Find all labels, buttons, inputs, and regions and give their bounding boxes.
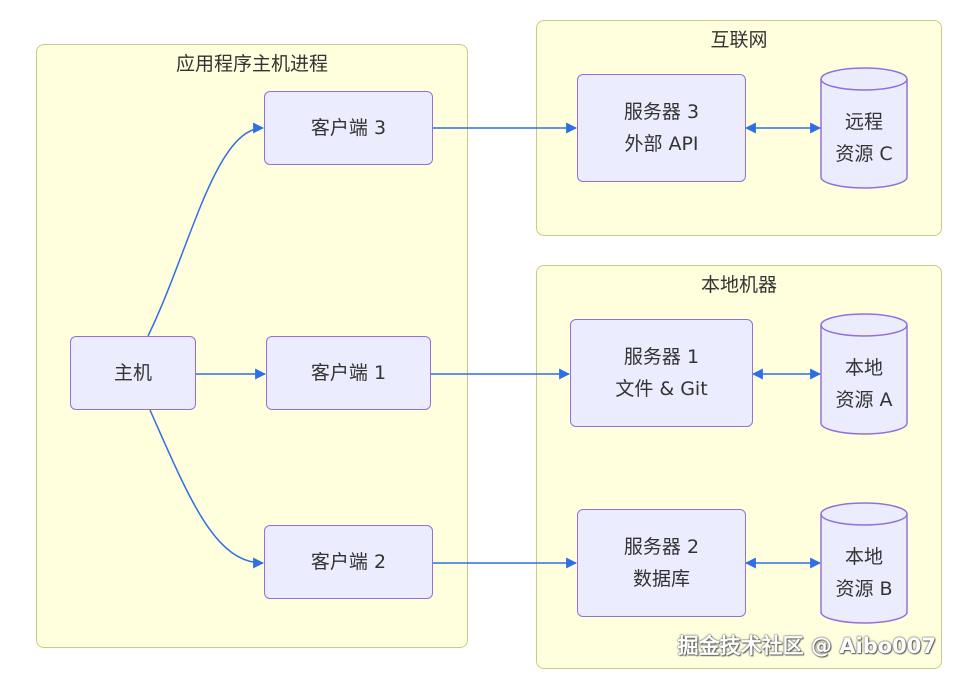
database-cylinder-icon bbox=[820, 67, 908, 189]
node-label: 客户端 1 bbox=[310, 362, 387, 384]
node-label-line1: 服务器 1 bbox=[623, 346, 700, 368]
node-label-line2: 文件 & Git bbox=[615, 378, 708, 400]
server-3-node[interactable]: 服务器 3 外部 API bbox=[577, 74, 746, 182]
group-title: 本地机器 bbox=[700, 274, 777, 296]
group-title: 互联网 bbox=[710, 29, 768, 51]
local-resource-b-db[interactable]: 本地 资源 B bbox=[820, 502, 908, 624]
edge-host-client2 bbox=[149, 409, 265, 569]
database-cylinder-icon bbox=[820, 502, 908, 624]
node-label-line2: 资源 A bbox=[835, 389, 893, 411]
node-label-line2: 外部 API bbox=[624, 133, 699, 155]
database-cylinder-icon bbox=[820, 313, 908, 435]
node-label-line1: 本地 bbox=[844, 357, 883, 379]
local-resource-a-db[interactable]: 本地 资源 A bbox=[820, 313, 908, 435]
node-label-line2: 资源 B bbox=[835, 578, 893, 600]
group-title: 应用程序主机进程 bbox=[175, 53, 328, 75]
server-2-node[interactable]: 服务器 2 数据库 bbox=[577, 509, 746, 617]
node-label: 客户端 2 bbox=[310, 551, 387, 573]
node-label: 主机 bbox=[113, 362, 152, 384]
node-label-line1: 服务器 3 bbox=[623, 101, 700, 123]
node-label-line2: 数据库 bbox=[632, 568, 690, 590]
watermark: 掘金技术社区 @ Aibo007 bbox=[677, 634, 936, 658]
server-1-node[interactable]: 服务器 1 文件 & Git bbox=[570, 319, 753, 427]
node-label-line1: 本地 bbox=[844, 546, 883, 568]
host-node[interactable]: 主机 bbox=[70, 336, 196, 410]
node-label-line2: 资源 C bbox=[835, 143, 893, 165]
remote-resource-c-db[interactable]: 远程 资源 C bbox=[820, 67, 908, 189]
client-3-node[interactable]: 客户端 3 bbox=[264, 91, 433, 165]
node-label: 客户端 3 bbox=[310, 117, 387, 139]
client-1-node[interactable]: 客户端 1 bbox=[266, 336, 431, 410]
node-label-line1: 服务器 2 bbox=[623, 536, 700, 558]
edge-host-client3 bbox=[147, 122, 265, 337]
node-label-line1: 远程 bbox=[844, 111, 883, 133]
client-2-node[interactable]: 客户端 2 bbox=[264, 525, 433, 599]
